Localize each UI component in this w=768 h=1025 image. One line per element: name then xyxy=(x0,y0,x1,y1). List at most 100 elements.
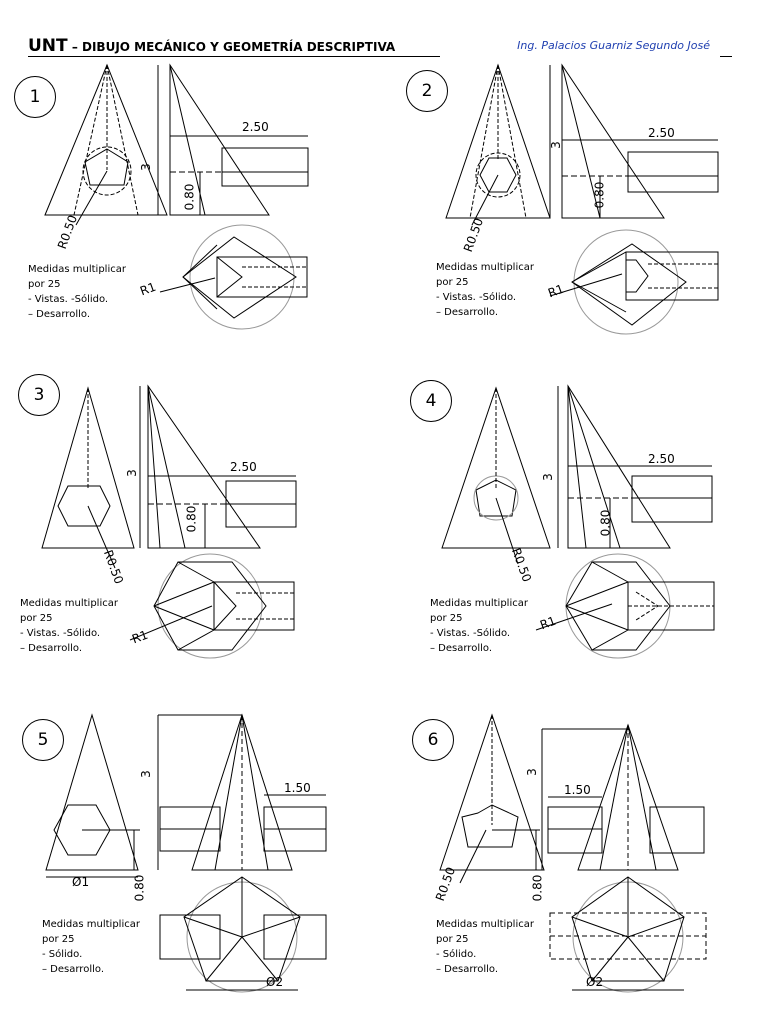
note-line-4: – Desarrollo. xyxy=(430,643,492,654)
radius-leader xyxy=(75,170,108,226)
dim-offset: 0.80 xyxy=(592,181,607,209)
top-view-prism-right xyxy=(263,914,327,960)
note-line-1: Medidas multiplicar xyxy=(430,598,528,609)
note-line-3: - Vistas. -Sólido. xyxy=(28,294,109,305)
note-line-2: por 25 xyxy=(436,934,469,945)
radius-leader xyxy=(471,174,499,226)
exercise-number-badge: 4 xyxy=(410,380,452,422)
page-header: UNT – DIBUJO MECÁNICO Y GEOMETRÍA DESCRI… xyxy=(28,36,732,58)
front-view-triangle xyxy=(44,63,168,216)
front-view-triangle xyxy=(441,386,551,549)
exercise-4-drawing xyxy=(441,384,715,659)
exercise-3-drawing xyxy=(41,384,297,659)
top-view-circle xyxy=(189,224,295,330)
circle-leader xyxy=(159,277,216,293)
dim-circle: Ø2 xyxy=(586,975,604,989)
dim-offset: 0.80 xyxy=(132,874,147,902)
side-view-prism xyxy=(627,151,719,193)
side-view-triangle xyxy=(561,63,665,219)
note-line-2: por 25 xyxy=(430,613,463,624)
exercise-6: 6 1.50 3 0.80 R0.50 Ø2 Medidas multiplic… xyxy=(400,705,768,1025)
dim-height: 3 xyxy=(524,768,539,776)
note-line-4: – Desarrollo. xyxy=(20,643,82,654)
side-view-triangle xyxy=(169,63,270,216)
front-view-triangle xyxy=(45,713,139,871)
note-line-4: – Desarrollo. xyxy=(42,964,104,975)
header-rule xyxy=(28,56,440,57)
author-name: Ing. Palacios Guarniz Segundo José xyxy=(517,39,710,52)
top-view-outline xyxy=(153,561,267,651)
dim-height: 3 xyxy=(124,469,139,477)
dim-height: 3 xyxy=(138,770,153,778)
university-abbrev: UNT xyxy=(28,36,68,56)
dim-height: 3 xyxy=(540,473,555,481)
exercise-5-drawing xyxy=(45,713,327,993)
side-view-prism-left xyxy=(547,806,603,854)
exercise-number-badge: 2 xyxy=(406,70,448,112)
dim-width: 1.50 xyxy=(284,781,311,795)
top-view-pentagon xyxy=(571,876,685,982)
dim-offset: 0.80 xyxy=(598,509,613,537)
front-view-pentagon xyxy=(84,148,129,186)
exercise-number-badge: 6 xyxy=(412,719,454,761)
dim-base: Ø1 xyxy=(72,875,90,889)
exercise-5: 5 1.50 3 0.80 Ø1 Ø2 Medidas multiplicar … xyxy=(0,705,370,1025)
front-view-hexagon xyxy=(57,485,111,527)
note-line-3: - Sólido. xyxy=(436,949,477,960)
exercise-1-drawing xyxy=(44,63,309,330)
instructions-note: Medidas multiplicar por 25 - Vistas. -Só… xyxy=(436,260,586,320)
note-line-1: Medidas multiplicar xyxy=(28,264,126,275)
instructions-note: Medidas multiplicar por 25 - Sólido. – D… xyxy=(436,917,586,977)
note-line-1: Medidas multiplicar xyxy=(20,598,118,609)
top-view-pentagon xyxy=(183,876,301,982)
dim-offset: 0.80 xyxy=(530,874,545,902)
dim-width: 2.50 xyxy=(230,460,257,474)
exercise-3: 3 2.50 3 0.80 R0.50 R1 Medidas multiplic… xyxy=(0,374,370,698)
exercise-2-drawing xyxy=(445,63,719,335)
top-view-prism xyxy=(216,256,308,298)
exercise-number-badge: 1 xyxy=(14,76,56,118)
instructions-note: Medidas multiplicar por 25 - Vistas. -Só… xyxy=(430,596,580,656)
instructions-note: Medidas multiplicar por 25 - Vistas. -Só… xyxy=(28,262,178,322)
note-line-3: - Vistas. -Sólido. xyxy=(20,628,101,639)
dim-width: 1.50 xyxy=(564,783,591,797)
radius-leader xyxy=(495,497,519,565)
exercise-number-badge: 3 xyxy=(18,374,60,416)
header-title: UNT – DIBUJO MECÁNICO Y GEOMETRÍA DESCRI… xyxy=(28,36,395,56)
dim-width: 2.50 xyxy=(648,452,675,466)
top-view-outline xyxy=(182,236,297,319)
side-view-triangle xyxy=(147,384,261,549)
side-view-prism xyxy=(221,147,309,187)
top-view-circle xyxy=(573,229,679,335)
side-view-prism-right xyxy=(649,806,705,854)
note-line-2: por 25 xyxy=(20,613,53,624)
front-view-pentagon xyxy=(461,804,519,848)
top-view-outline xyxy=(571,243,687,326)
note-line-3: - Vistas. -Sólido. xyxy=(430,628,511,639)
top-view-prism xyxy=(625,251,719,301)
radius-leader xyxy=(87,505,116,569)
top-view-prism xyxy=(213,581,295,631)
side-view-prism xyxy=(631,475,713,523)
dim-width: 2.50 xyxy=(242,120,269,134)
dim-height: 3 xyxy=(548,141,563,149)
front-view-triangle xyxy=(439,713,545,871)
dim-offset: 0.80 xyxy=(184,505,199,533)
circle-leader xyxy=(535,603,613,631)
dim-circle: Ø2 xyxy=(266,975,284,989)
instructions-note: Medidas multiplicar por 25 - Vistas. -Só… xyxy=(20,596,170,656)
note-line-1: Medidas multiplicar xyxy=(436,919,534,930)
circle-leader xyxy=(549,273,623,297)
radius-leader xyxy=(459,829,487,884)
note-line-4: – Desarrollo. xyxy=(28,309,90,320)
course-name: – DIBUJO MECÁNICO Y GEOMETRÍA DESCRIPTIV… xyxy=(67,40,396,54)
side-view-triangle xyxy=(567,384,671,549)
exercise-6-drawing xyxy=(439,713,707,993)
note-line-4: – Desarrollo. xyxy=(436,307,498,318)
exercise-4: 4 2.50 3 0.80 R0.50 R1 Medidas multiplic… xyxy=(400,378,768,698)
note-line-1: Medidas multiplicar xyxy=(42,919,140,930)
dim-height: 3 xyxy=(138,163,153,171)
note-line-2: por 25 xyxy=(436,277,469,288)
exercise-number-badge: 5 xyxy=(22,719,64,761)
exercise-2: 2 2.50 3 0.80 R0.50 R1 Medidas multiplic… xyxy=(400,60,768,380)
